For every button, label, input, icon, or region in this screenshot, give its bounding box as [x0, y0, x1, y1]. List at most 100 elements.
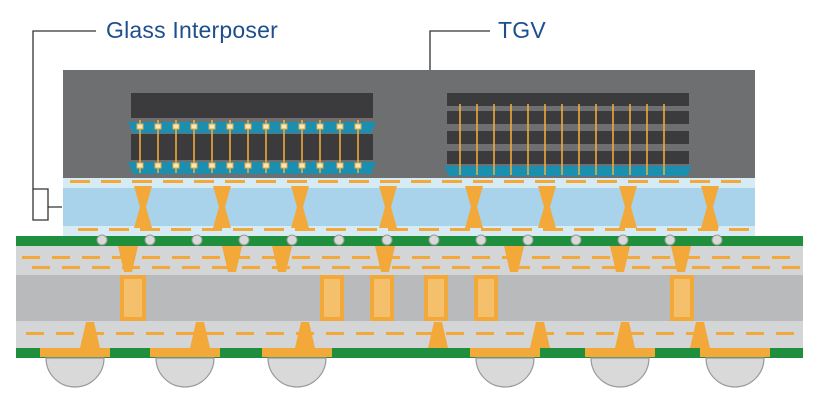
substrate-trace	[92, 266, 110, 269]
substrate-trace	[506, 332, 524, 335]
bga-pad	[470, 348, 540, 357]
c4-bump	[711, 234, 723, 246]
rdl-trace	[450, 228, 470, 231]
rdl-trace	[101, 180, 121, 183]
substrate-trace	[682, 256, 700, 259]
micro-bump	[190, 162, 198, 169]
rdl-trace	[535, 180, 555, 183]
rdl-trace	[256, 180, 276, 183]
tgv-via	[538, 186, 556, 228]
substrate-via	[222, 246, 242, 272]
micro-bump	[154, 162, 162, 169]
micro-bump	[298, 162, 306, 169]
bga-ball	[590, 357, 650, 388]
substrate-trace	[56, 332, 74, 335]
substrate-trace	[326, 332, 344, 335]
substrate-trace	[512, 266, 530, 269]
micro-bump	[336, 162, 344, 169]
substrate-trace	[242, 266, 260, 269]
substrate-trace	[262, 256, 280, 259]
substrate-trace	[82, 256, 100, 259]
substrate-trace	[572, 266, 590, 269]
core-via-fill	[478, 279, 494, 317]
tgv-via	[465, 186, 483, 228]
tgv-via	[291, 186, 309, 228]
substrate-trace	[52, 256, 70, 259]
substrate-trace	[352, 256, 370, 259]
rdl-trace	[349, 180, 369, 183]
rdl-trace	[78, 228, 98, 231]
substrate-trace	[232, 256, 250, 259]
substrate-trace	[476, 332, 494, 335]
tgv-via	[701, 186, 719, 228]
rdl-trace	[698, 228, 718, 231]
substrate-via	[118, 246, 138, 272]
c4-bump	[238, 234, 250, 246]
substrate-via	[530, 322, 550, 348]
rdl-trace	[512, 228, 532, 231]
substrate-trace	[292, 256, 310, 259]
substrate-trace	[202, 256, 220, 259]
c4-bump	[381, 234, 393, 246]
substrate-trace	[176, 332, 194, 335]
substrate-trace	[542, 266, 560, 269]
rdl-trace	[605, 228, 625, 231]
rdl-trace	[295, 228, 315, 231]
micro-bump	[280, 123, 288, 130]
solder-balls	[45, 234, 765, 388]
c4-bump	[286, 234, 298, 246]
core-via-fill	[324, 279, 340, 317]
substrate-trace	[116, 332, 134, 335]
rdl-trace	[380, 180, 400, 183]
micro-bump	[336, 123, 344, 130]
micro-bump	[244, 162, 252, 169]
tgv-via	[619, 186, 637, 228]
substrate-via	[272, 246, 292, 272]
rdl-trace	[163, 180, 183, 183]
bga-ball	[705, 357, 765, 388]
rdl-trace	[729, 228, 749, 231]
substrate-trace	[32, 266, 50, 269]
rdl-trace	[326, 228, 346, 231]
substrate-trace	[26, 332, 44, 335]
substrate-trace	[782, 266, 800, 269]
bga-pad	[150, 348, 220, 357]
c4-bump	[570, 234, 582, 246]
substrate-trace	[322, 256, 340, 259]
tgv-via	[379, 186, 397, 228]
rdl-trace	[70, 180, 90, 183]
substrate-trace	[752, 266, 770, 269]
tgv-via	[213, 186, 231, 228]
rdl-trace	[287, 180, 307, 183]
glass-interposer-leader-line	[32, 30, 96, 221]
core-via-fill	[124, 279, 142, 317]
micro-bump	[262, 123, 270, 130]
substrate-via	[428, 322, 448, 348]
substrate-trace	[422, 266, 440, 269]
substrate-trace	[662, 266, 680, 269]
substrate-via	[190, 322, 210, 348]
micro-bump	[136, 162, 144, 169]
c4-bump	[617, 234, 629, 246]
substrate-trace	[652, 256, 670, 259]
substrate-via	[375, 246, 395, 272]
rdl-trace	[504, 180, 524, 183]
substrate-trace	[142, 256, 160, 259]
micro-bump	[226, 123, 234, 130]
core-via-fill	[428, 279, 444, 317]
bga-pad	[700, 348, 770, 357]
micro-bump	[154, 123, 162, 130]
substrate-trace	[482, 266, 500, 269]
substrate-trace	[442, 256, 460, 259]
right-die-stack	[444, 93, 692, 176]
c4-bump	[191, 234, 203, 246]
substrate-trace	[452, 266, 470, 269]
substrate-trace	[626, 332, 644, 335]
rdl-trace	[109, 228, 129, 231]
rdl-trace	[388, 228, 408, 231]
micro-bump	[298, 123, 306, 130]
substrate-via	[610, 246, 630, 272]
c4-bump	[522, 234, 534, 246]
rdl-trace	[357, 228, 377, 231]
micro-bump	[208, 162, 216, 169]
